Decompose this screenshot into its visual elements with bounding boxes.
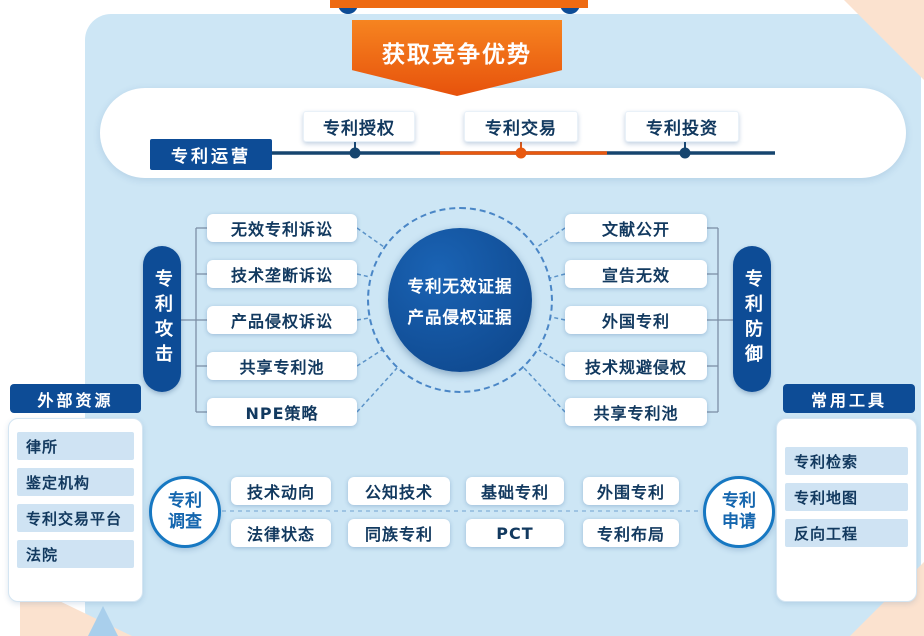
banner-title: 获取竞争优势 bbox=[382, 42, 532, 68]
application-label: 专利申请 bbox=[722, 490, 756, 532]
common-tools-header: 常用工具 bbox=[783, 384, 915, 413]
center-circle-line2: 产品侵权证据 bbox=[407, 307, 513, 327]
operation-stage-investment: 专利投资 bbox=[625, 111, 739, 142]
operation-stage-licensing: 专利授权 bbox=[303, 111, 415, 142]
common-tool-0: 专利检索 bbox=[785, 447, 908, 475]
corner-triangle-bottom-left-blue bbox=[88, 606, 118, 636]
attack-item-1: 技术垄断诉讼 bbox=[207, 260, 357, 288]
operation-stage-trading: 专利交易 bbox=[464, 111, 578, 142]
corner-triangle-top-right bbox=[844, 0, 924, 80]
topic-row1-0: 技术动向 bbox=[231, 477, 331, 505]
defense-label: 专利防御 bbox=[733, 246, 771, 392]
external-resource-2: 专利交易平台 bbox=[17, 504, 134, 532]
attack-item-2: 产品侵权诉讼 bbox=[207, 306, 357, 334]
external-resources-panel: 律所 鉴定机构 专利交易平台 法院 bbox=[8, 418, 143, 602]
center-circle: 专利无效证据 产品侵权证据 bbox=[388, 228, 532, 372]
investigation-label: 专利调查 bbox=[168, 490, 202, 532]
defense-item-1: 宣告无效 bbox=[565, 260, 707, 288]
topic-row1-2: 基础专利 bbox=[466, 477, 564, 505]
topic-row2-0: 法律状态 bbox=[231, 519, 331, 547]
attack-item-0: 无效专利诉讼 bbox=[207, 214, 357, 242]
center-circle-line1: 专利无效证据 bbox=[407, 276, 513, 296]
topic-row2-3: 专利布局 bbox=[583, 519, 679, 547]
operations-label: 专利运营 bbox=[150, 139, 272, 170]
investigation-circle: 专利调查 bbox=[149, 476, 221, 548]
common-tool-2: 反向工程 bbox=[785, 519, 908, 547]
external-resources-header: 外部资源 bbox=[10, 384, 141, 413]
ribbon-top-strip bbox=[330, 0, 588, 8]
common-tool-1: 专利地图 bbox=[785, 483, 908, 511]
common-tools-panel: 专利检索 专利地图 反向工程 bbox=[776, 418, 917, 602]
attack-item-3: 共享专利池 bbox=[207, 352, 357, 380]
attack-item-4: NPE策略 bbox=[207, 398, 357, 426]
topic-row2-1: 同族专利 bbox=[348, 519, 450, 547]
application-circle: 专利申请 bbox=[703, 476, 775, 548]
external-resource-0: 律所 bbox=[17, 432, 134, 460]
attack-label: 专利攻击 bbox=[143, 246, 181, 392]
defense-item-4: 共享专利池 bbox=[565, 398, 707, 426]
defense-item-3: 技术规避侵权 bbox=[565, 352, 707, 380]
topic-row1-3: 外围专利 bbox=[583, 477, 679, 505]
topic-row1-1: 公知技术 bbox=[348, 477, 450, 505]
defense-item-0: 文献公开 bbox=[565, 214, 707, 242]
topic-row2-2: PCT bbox=[466, 519, 564, 547]
external-resource-3: 法院 bbox=[17, 540, 134, 568]
defense-item-2: 外国专利 bbox=[565, 306, 707, 334]
external-resource-1: 鉴定机构 bbox=[17, 468, 134, 496]
center-dashed-ring bbox=[367, 207, 553, 393]
